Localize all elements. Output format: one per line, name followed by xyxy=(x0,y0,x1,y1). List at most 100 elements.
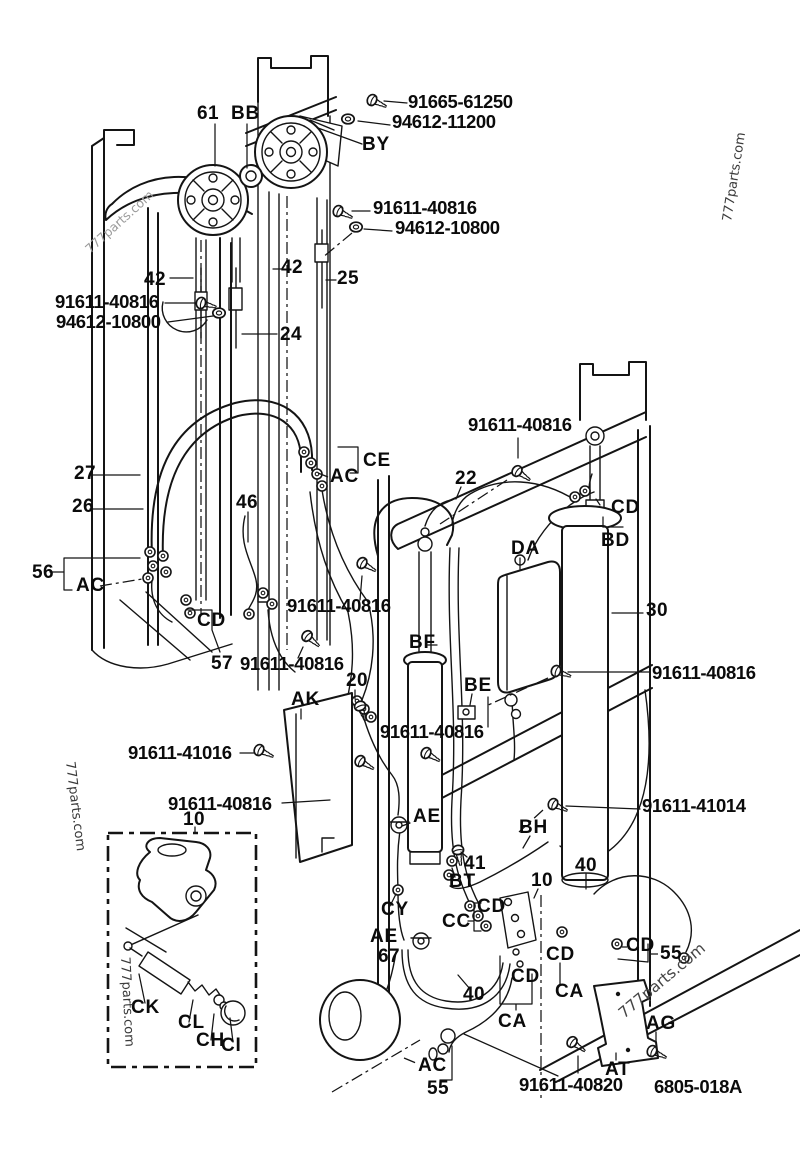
label-by: BY xyxy=(362,134,390,155)
bolt-icon xyxy=(354,555,380,577)
label-cl: CL xyxy=(178,1012,205,1033)
label-91611-40816-1: 91611-40816 xyxy=(373,197,477,218)
label-40-lower: 40 xyxy=(463,984,485,1005)
label-91611-41016: 91611-41016 xyxy=(128,742,232,763)
label-cd-c: CD xyxy=(511,966,540,987)
label-ae-1: AE xyxy=(413,806,441,827)
label-91611-41014: 91611-41014 xyxy=(642,795,747,816)
label-cy: CY xyxy=(381,899,409,920)
label-56: 56 xyxy=(32,562,54,583)
chain-sheave-left xyxy=(177,164,249,236)
label-91665-61250: 91665-61250 xyxy=(408,91,513,112)
bolt-icon xyxy=(330,203,356,224)
valve-block-10 xyxy=(499,891,537,968)
label-diagram-code: 6805-018A xyxy=(654,1076,742,1097)
label-91611-40816-7: 91611-40816 xyxy=(380,721,484,742)
roller-wheel xyxy=(319,979,401,1061)
hose-40 xyxy=(593,875,693,953)
label-ac-1: AC xyxy=(76,575,105,596)
watermark-inset: 777parts.com xyxy=(117,956,137,1047)
bolt-icon xyxy=(364,92,390,113)
label-91611-40816-6: 91611-40816 xyxy=(652,662,756,683)
label-27: 27 xyxy=(74,463,96,484)
clamp-ae-lower xyxy=(410,932,432,950)
label-26: 26 xyxy=(72,496,94,517)
label-cd-a: CD xyxy=(477,896,506,917)
construction-lines xyxy=(99,232,658,1100)
label-91611-40816-3: 91611-40816 xyxy=(468,414,572,435)
label-22: 22 xyxy=(455,468,477,489)
label-bh: BH xyxy=(519,817,548,838)
label-ck: CK xyxy=(131,997,160,1018)
lift-cylinder-30 xyxy=(548,426,622,888)
clamp-ae-upper xyxy=(388,816,410,834)
label-61: 61 xyxy=(197,103,219,124)
label-cc: CC xyxy=(442,911,471,932)
label-41: 41 xyxy=(464,853,486,874)
label-cd-b: CD xyxy=(546,944,575,965)
label-91611-40816-2: 91611-40816 xyxy=(55,291,159,312)
bolt-icon xyxy=(352,753,378,775)
spring-ch xyxy=(187,981,223,999)
label-30: 30 xyxy=(646,600,668,621)
label-ca-a: CA xyxy=(555,981,584,1002)
label-91611-40820: 91611-40820 xyxy=(519,1074,623,1095)
label-be: BE xyxy=(464,675,492,696)
label-24: 24 xyxy=(280,324,302,345)
label-10-inset: 10 xyxy=(183,809,205,830)
clamp-be xyxy=(457,705,476,720)
hose-bh xyxy=(449,841,549,890)
chain-sheave-right xyxy=(254,115,343,189)
label-55-right: 55 xyxy=(660,943,682,964)
label-at: AT xyxy=(605,1059,631,1080)
cover-plate-ak xyxy=(283,692,353,863)
label-ci: CI xyxy=(221,1035,242,1056)
label-bf: BF xyxy=(409,632,436,653)
tube-22 xyxy=(373,497,455,557)
label-ac-2: AC xyxy=(330,466,359,487)
label-bd: BD xyxy=(601,530,630,551)
hose-67 xyxy=(401,949,511,1010)
label-ca-b: CA xyxy=(498,1011,527,1032)
tilt-pipe-27 xyxy=(150,399,313,557)
label-ag: AG xyxy=(646,1013,676,1034)
watermark-mid-left: 777parts.com xyxy=(62,761,88,852)
label-94612-10800-2: 94612-10800 xyxy=(56,311,161,332)
label-67: 67 xyxy=(378,946,400,967)
chain-roller-bb xyxy=(239,164,263,188)
label-20: 20 xyxy=(346,670,368,691)
cap-ci xyxy=(220,1000,246,1026)
flow-regulator-da xyxy=(497,554,561,720)
bolt-icon xyxy=(251,742,277,763)
labels: 61 BB 91665-61250 94612-11200 BY 91611-4… xyxy=(32,91,756,1099)
label-40-upper: 40 xyxy=(575,855,597,876)
label-bb: BB xyxy=(231,103,260,124)
label-57: 57 xyxy=(211,653,233,674)
label-46: 46 xyxy=(236,492,258,513)
valve-body xyxy=(136,837,217,922)
label-91611-40816-4: 91611-40816 xyxy=(287,595,391,616)
label-ac-3: AC xyxy=(418,1055,447,1076)
label-ae-2: AE xyxy=(370,926,398,947)
inset-dashed-box xyxy=(106,831,258,1069)
fittings xyxy=(142,446,690,1061)
fitting-ac-bottom xyxy=(428,1028,456,1061)
label-42-left: 42 xyxy=(144,269,166,290)
label-10-valve: 10 xyxy=(531,870,553,891)
label-94612-11200: 94612-11200 xyxy=(392,111,496,132)
label-91611-40816-8: 91611-40816 xyxy=(168,793,272,814)
label-25: 25 xyxy=(337,268,359,289)
label-bt: BT xyxy=(449,871,476,892)
washer-icon xyxy=(348,221,364,233)
hose-46 xyxy=(242,515,258,611)
label-94612-10800-1: 94612-10800 xyxy=(395,217,500,238)
label-91611-40816-5: 91611-40816 xyxy=(240,653,344,674)
tilt-pipe-26 xyxy=(161,412,302,559)
watermark-top-right: 777parts.com xyxy=(720,131,749,222)
label-42-mid: 42 xyxy=(281,257,303,278)
label-ch: CH xyxy=(196,1030,225,1051)
washer-icon xyxy=(340,113,356,125)
left-mast xyxy=(91,129,253,669)
inset-valve-assembly xyxy=(106,831,258,1069)
